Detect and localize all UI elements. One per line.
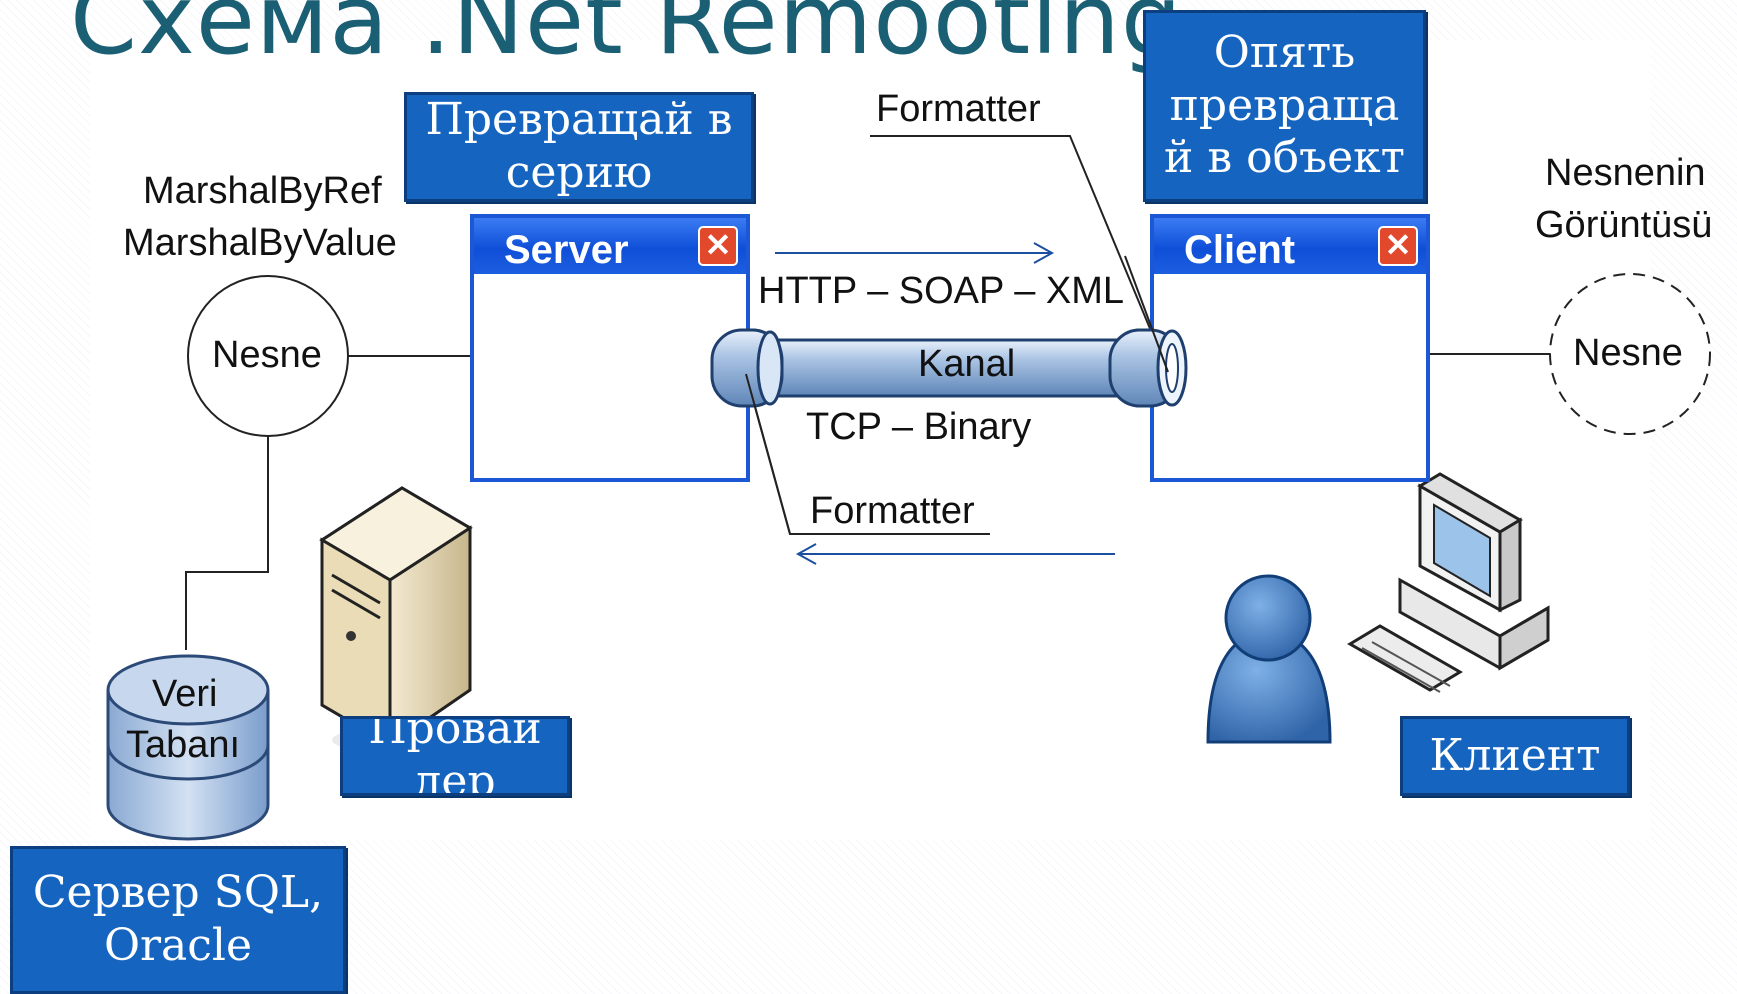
tabani-label: Tabanı: [126, 724, 241, 766]
provider-callout: Провай дер: [340, 716, 570, 796]
database-icon: [106, 654, 270, 841]
protocol-http-label: HTTP – SOAP – XML: [758, 270, 1125, 312]
marshal-by-ref-label: MarshalByRef: [143, 170, 382, 212]
formatter-bottom-label: Formatter: [810, 490, 975, 532]
veri-label: Veri: [152, 673, 218, 715]
client-window-titlebar: Client ✕: [1154, 218, 1426, 274]
nesne-left-label: Nesne: [212, 334, 322, 376]
server-window-titlebar: Server ✕: [474, 218, 746, 274]
server-window[interactable]: Server ✕: [470, 214, 750, 482]
formatter-top-leader: [870, 135, 1169, 373]
deserialize-callout: Опять превраща й в объект: [1143, 10, 1426, 202]
close-icon[interactable]: ✕: [698, 226, 738, 266]
goruntusu-label: Görüntüsü: [1535, 204, 1713, 246]
nesne-db-connector: [185, 436, 269, 650]
nesnenin-label: Nesnenin: [1545, 152, 1706, 194]
computer-icon: [1347, 472, 1550, 693]
user-icon: [1206, 574, 1332, 744]
formatter-top-label: Formatter: [876, 88, 1041, 130]
client-window-title: Client: [1184, 228, 1296, 272]
client-window[interactable]: Client ✕: [1150, 214, 1430, 482]
marshal-by-value-label: MarshalByValue: [123, 222, 397, 264]
serialize-callout: Превращай в серию: [404, 92, 754, 202]
protocol-tcp-label: TCP – Binary: [806, 406, 1032, 448]
sql-oracle-callout: Сервер SQL, Oracle: [10, 846, 346, 994]
server-window-title: Server: [504, 228, 629, 272]
client-callout: Клиент: [1400, 716, 1630, 796]
slide-title: Схема .Net Remooting: [70, 0, 1183, 76]
close-icon[interactable]: ✕: [1378, 226, 1418, 266]
kanal-label: Kanal: [918, 343, 1016, 385]
nesne-right-label: Nesne: [1573, 332, 1683, 374]
